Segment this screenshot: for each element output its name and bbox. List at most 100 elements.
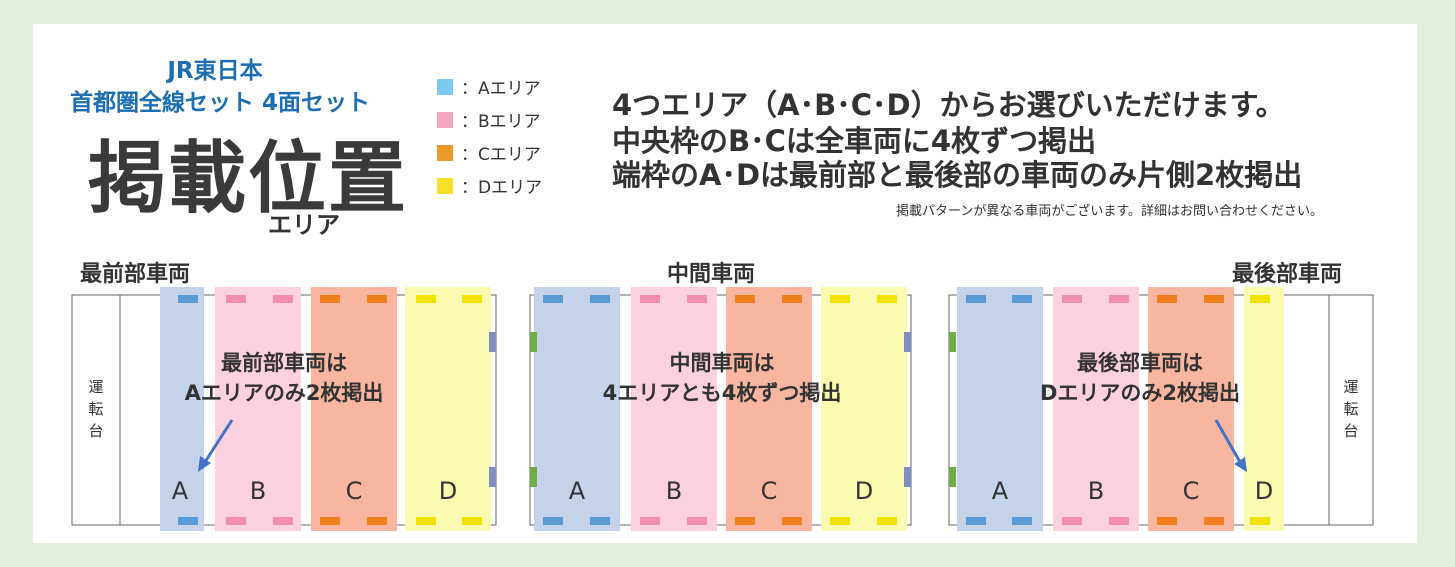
middle-car: 中間車両は 4エリアとも4枚ずつ掲出 A B C D <box>529 287 912 531</box>
front-area-label-b: B <box>250 477 266 505</box>
front-car-title: 最前部車両 <box>80 262 191 287</box>
middle-area-a <box>534 287 620 531</box>
legend-swatch-b <box>437 111 453 128</box>
front-ad-d-top-1 <box>416 295 436 303</box>
middle-ad-d-bottom-1 <box>830 517 850 525</box>
middle-area-d <box>821 287 907 531</box>
legend-swatch-c <box>437 144 453 161</box>
front-ad-d-top-2 <box>462 295 482 303</box>
front-ad-b-bottom-2 <box>273 517 293 525</box>
middle-ad-b-top-2 <box>687 295 707 303</box>
front-cab-label-1: 運 <box>88 378 103 396</box>
front-ad-b-top-1 <box>226 295 246 303</box>
middle-area-b <box>631 287 717 531</box>
rear-car-desc-2: Dエリアのみ2枚掲出 <box>1040 381 1240 405</box>
rear-cab-label-1: 運 <box>1343 378 1358 396</box>
page-title: 掲載位置 <box>88 134 409 224</box>
rear-car: 運 転 台 最後部車両は Dエリアのみ2枚掲出 A B C D <box>948 287 1374 531</box>
middle-ad-a-bottom-2 <box>590 517 610 525</box>
middle-car-desc-1: 中間車両は <box>670 351 775 375</box>
middle-area-label-a: A <box>569 477 586 505</box>
legend-label-d: ：Dエリア <box>461 178 543 198</box>
front-arrow-head <box>198 456 211 472</box>
rear-cab-label-2: 転 <box>1343 400 1358 418</box>
rear-car-title: 最後部車両 <box>1232 262 1343 287</box>
rear-area-label-b: B <box>1088 477 1104 505</box>
front-connector-upper <box>489 332 496 352</box>
brand-line-2: 首都圏全線セット 4面セット <box>69 90 370 116</box>
middle-ad-b-bottom-2 <box>687 517 707 525</box>
rear-ad-b-bottom-2 <box>1109 517 1129 525</box>
front-area-label-d: D <box>439 477 457 505</box>
middle-ad-b-bottom-1 <box>640 517 660 525</box>
rear-area-c <box>1148 287 1234 531</box>
brand-line-1: JR東日本 <box>167 58 263 84</box>
front-area-a <box>160 287 204 531</box>
page-subtitle: エリア <box>268 211 340 239</box>
front-car-desc-1: 最前部車両は <box>221 351 347 375</box>
front-ad-c-top-2 <box>367 295 387 303</box>
front-ad-a-bottom <box>178 517 198 525</box>
legend-label-b: ：Bエリア <box>461 112 541 132</box>
headline-note: 掲載パターンが異なる車両がございます。詳細はお問い合わせください。 <box>896 204 1324 219</box>
middle-area-label-c: C <box>761 477 778 505</box>
front-car: 運 転 台 最前部車両は Aエリアのみ2枚掲出 A B C D <box>71 287 497 531</box>
rear-arrow-head <box>1234 457 1247 472</box>
front-area-c <box>311 287 397 531</box>
rear-ad-a-top-1 <box>966 295 986 303</box>
front-cab-label-3: 台 <box>88 422 103 440</box>
middle-area-label-d: D <box>855 477 873 505</box>
headline-line-1: 4つエリア（A･B･C･D）からお選びいただけます。 <box>612 88 1285 122</box>
front-ad-d-bottom-1 <box>416 517 436 525</box>
rear-ad-a-bottom-1 <box>966 517 986 525</box>
front-cab-label-2: 転 <box>88 400 103 418</box>
middle-area-c <box>726 287 812 531</box>
rear-car-desc-1: 最後部車両は <box>1077 351 1203 375</box>
rear-cab-label-3: 台 <box>1343 422 1358 440</box>
rear-ad-b-top-1 <box>1062 295 1082 303</box>
front-ad-c-top-1 <box>320 295 340 303</box>
rear-area-b <box>1053 287 1139 531</box>
legend-item-b: ：Bエリア <box>437 107 541 132</box>
rear-ad-c-top-1 <box>1157 295 1177 303</box>
legend-label-c: ：Cエリア <box>461 145 541 165</box>
headline-line-2: 中央枠のB･Cは全車両に4枚ずつ掲出 <box>612 124 1097 158</box>
front-ad-a-top <box>178 295 198 303</box>
front-area-d <box>405 287 491 531</box>
front-ad-d-bottom-2 <box>462 517 482 525</box>
middle-ad-b-top-1 <box>640 295 660 303</box>
middle-car-desc-2: 4エリアとも4枚ずつ掲出 <box>603 381 842 405</box>
rear-area-label-d: D <box>1255 477 1273 505</box>
middle-ad-a-bottom-1 <box>543 517 563 525</box>
rear-ad-a-top-2 <box>1012 295 1032 303</box>
legend-label-a: ：Aエリア <box>461 79 541 99</box>
middle-connector-left-upper <box>530 332 537 352</box>
rear-ad-c-top-2 <box>1204 295 1224 303</box>
middle-connector-right-upper <box>904 332 911 352</box>
rear-connector-lower <box>949 467 956 487</box>
middle-car-title: 中間車両 <box>667 262 756 287</box>
middle-ad-c-top-1 <box>735 295 755 303</box>
middle-ad-c-bottom-2 <box>782 517 802 525</box>
rear-arrow-line <box>1214 419 1242 463</box>
middle-ad-a-top-1 <box>543 295 563 303</box>
rear-ad-b-top-2 <box>1109 295 1129 303</box>
front-area-label-c: C <box>346 477 363 505</box>
middle-ad-d-top-2 <box>877 295 897 303</box>
legend-item-c: ：Cエリア <box>437 140 541 165</box>
front-connector-lower <box>489 467 496 487</box>
front-arrow-line <box>203 419 234 463</box>
front-ad-b-top-2 <box>273 295 293 303</box>
headline-line-3: 端枠のA･Dは最前部と最後部の車両のみ片側2枚掲出 <box>612 158 1303 192</box>
legend-item-a: ：Aエリア <box>437 74 541 99</box>
rear-ad-c-bottom-1 <box>1157 517 1177 525</box>
legend-item-d: ：Dエリア <box>437 173 542 198</box>
front-ad-c-bottom-1 <box>320 517 340 525</box>
middle-connector-left-lower <box>530 467 537 487</box>
middle-ad-a-top-2 <box>590 295 610 303</box>
rear-ad-d-top <box>1250 295 1270 303</box>
legend-swatch-d <box>437 177 453 194</box>
rear-area-d <box>1244 287 1284 531</box>
middle-ad-d-bottom-2 <box>877 517 897 525</box>
